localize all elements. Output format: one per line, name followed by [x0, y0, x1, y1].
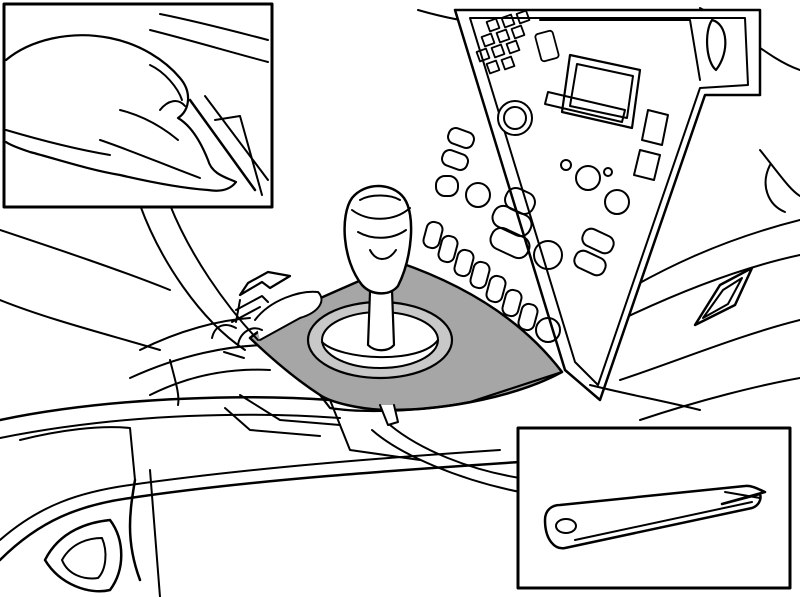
center-stack [422, 8, 762, 402]
leader-lines [139, 204, 521, 493]
pry-tool-icon [543, 484, 767, 550]
side-air-vent [693, 266, 754, 327]
storage-handle [43, 518, 123, 593]
hand-icon [4, 13, 269, 196]
fingers-lifting-panel [211, 290, 323, 359]
hand-detail-inset [2, 2, 274, 209]
volume-knob [497, 100, 533, 136]
radio-display [560, 53, 642, 130]
removal-direction-arrow-icon [231, 270, 292, 323]
lower-console [0, 317, 701, 597]
radio-buttons [422, 127, 630, 343]
gear-shift-surround-panel [248, 260, 564, 426]
pry-tool-inset [516, 426, 792, 590]
keypad [475, 9, 560, 75]
gear-knob [343, 184, 413, 352]
